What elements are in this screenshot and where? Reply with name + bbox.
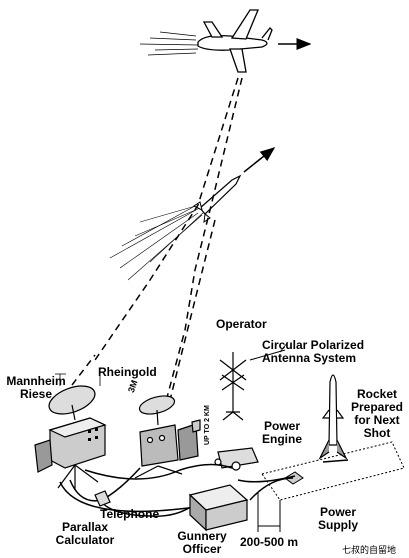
aircraft-icon [139,9,312,73]
telephone-icon [94,490,111,507]
mannheim-radar-icon [34,385,107,490]
missile-icon [109,147,276,281]
antenna-icon [219,349,286,421]
leader-lines [55,341,289,386]
range-note-label: UP TO 2 KM [204,405,211,445]
distance-marker [257,492,281,532]
guidance-beams [71,77,243,406]
power-engine-icon [214,447,259,471]
distance-label: 200-500 m [240,535,299,549]
operator-label: Operator [216,317,267,331]
watermark-text: 七叔的自留地 [342,546,397,556]
rheingold-radar-icon [134,395,201,479]
rocket-icon [318,374,349,463]
telephone-label: Telephone [100,507,160,521]
launch-platform [261,441,405,501]
gunnery-desk-icon [188,484,249,532]
cables [59,463,296,517]
rheingold-label: Rheingold [98,365,157,379]
